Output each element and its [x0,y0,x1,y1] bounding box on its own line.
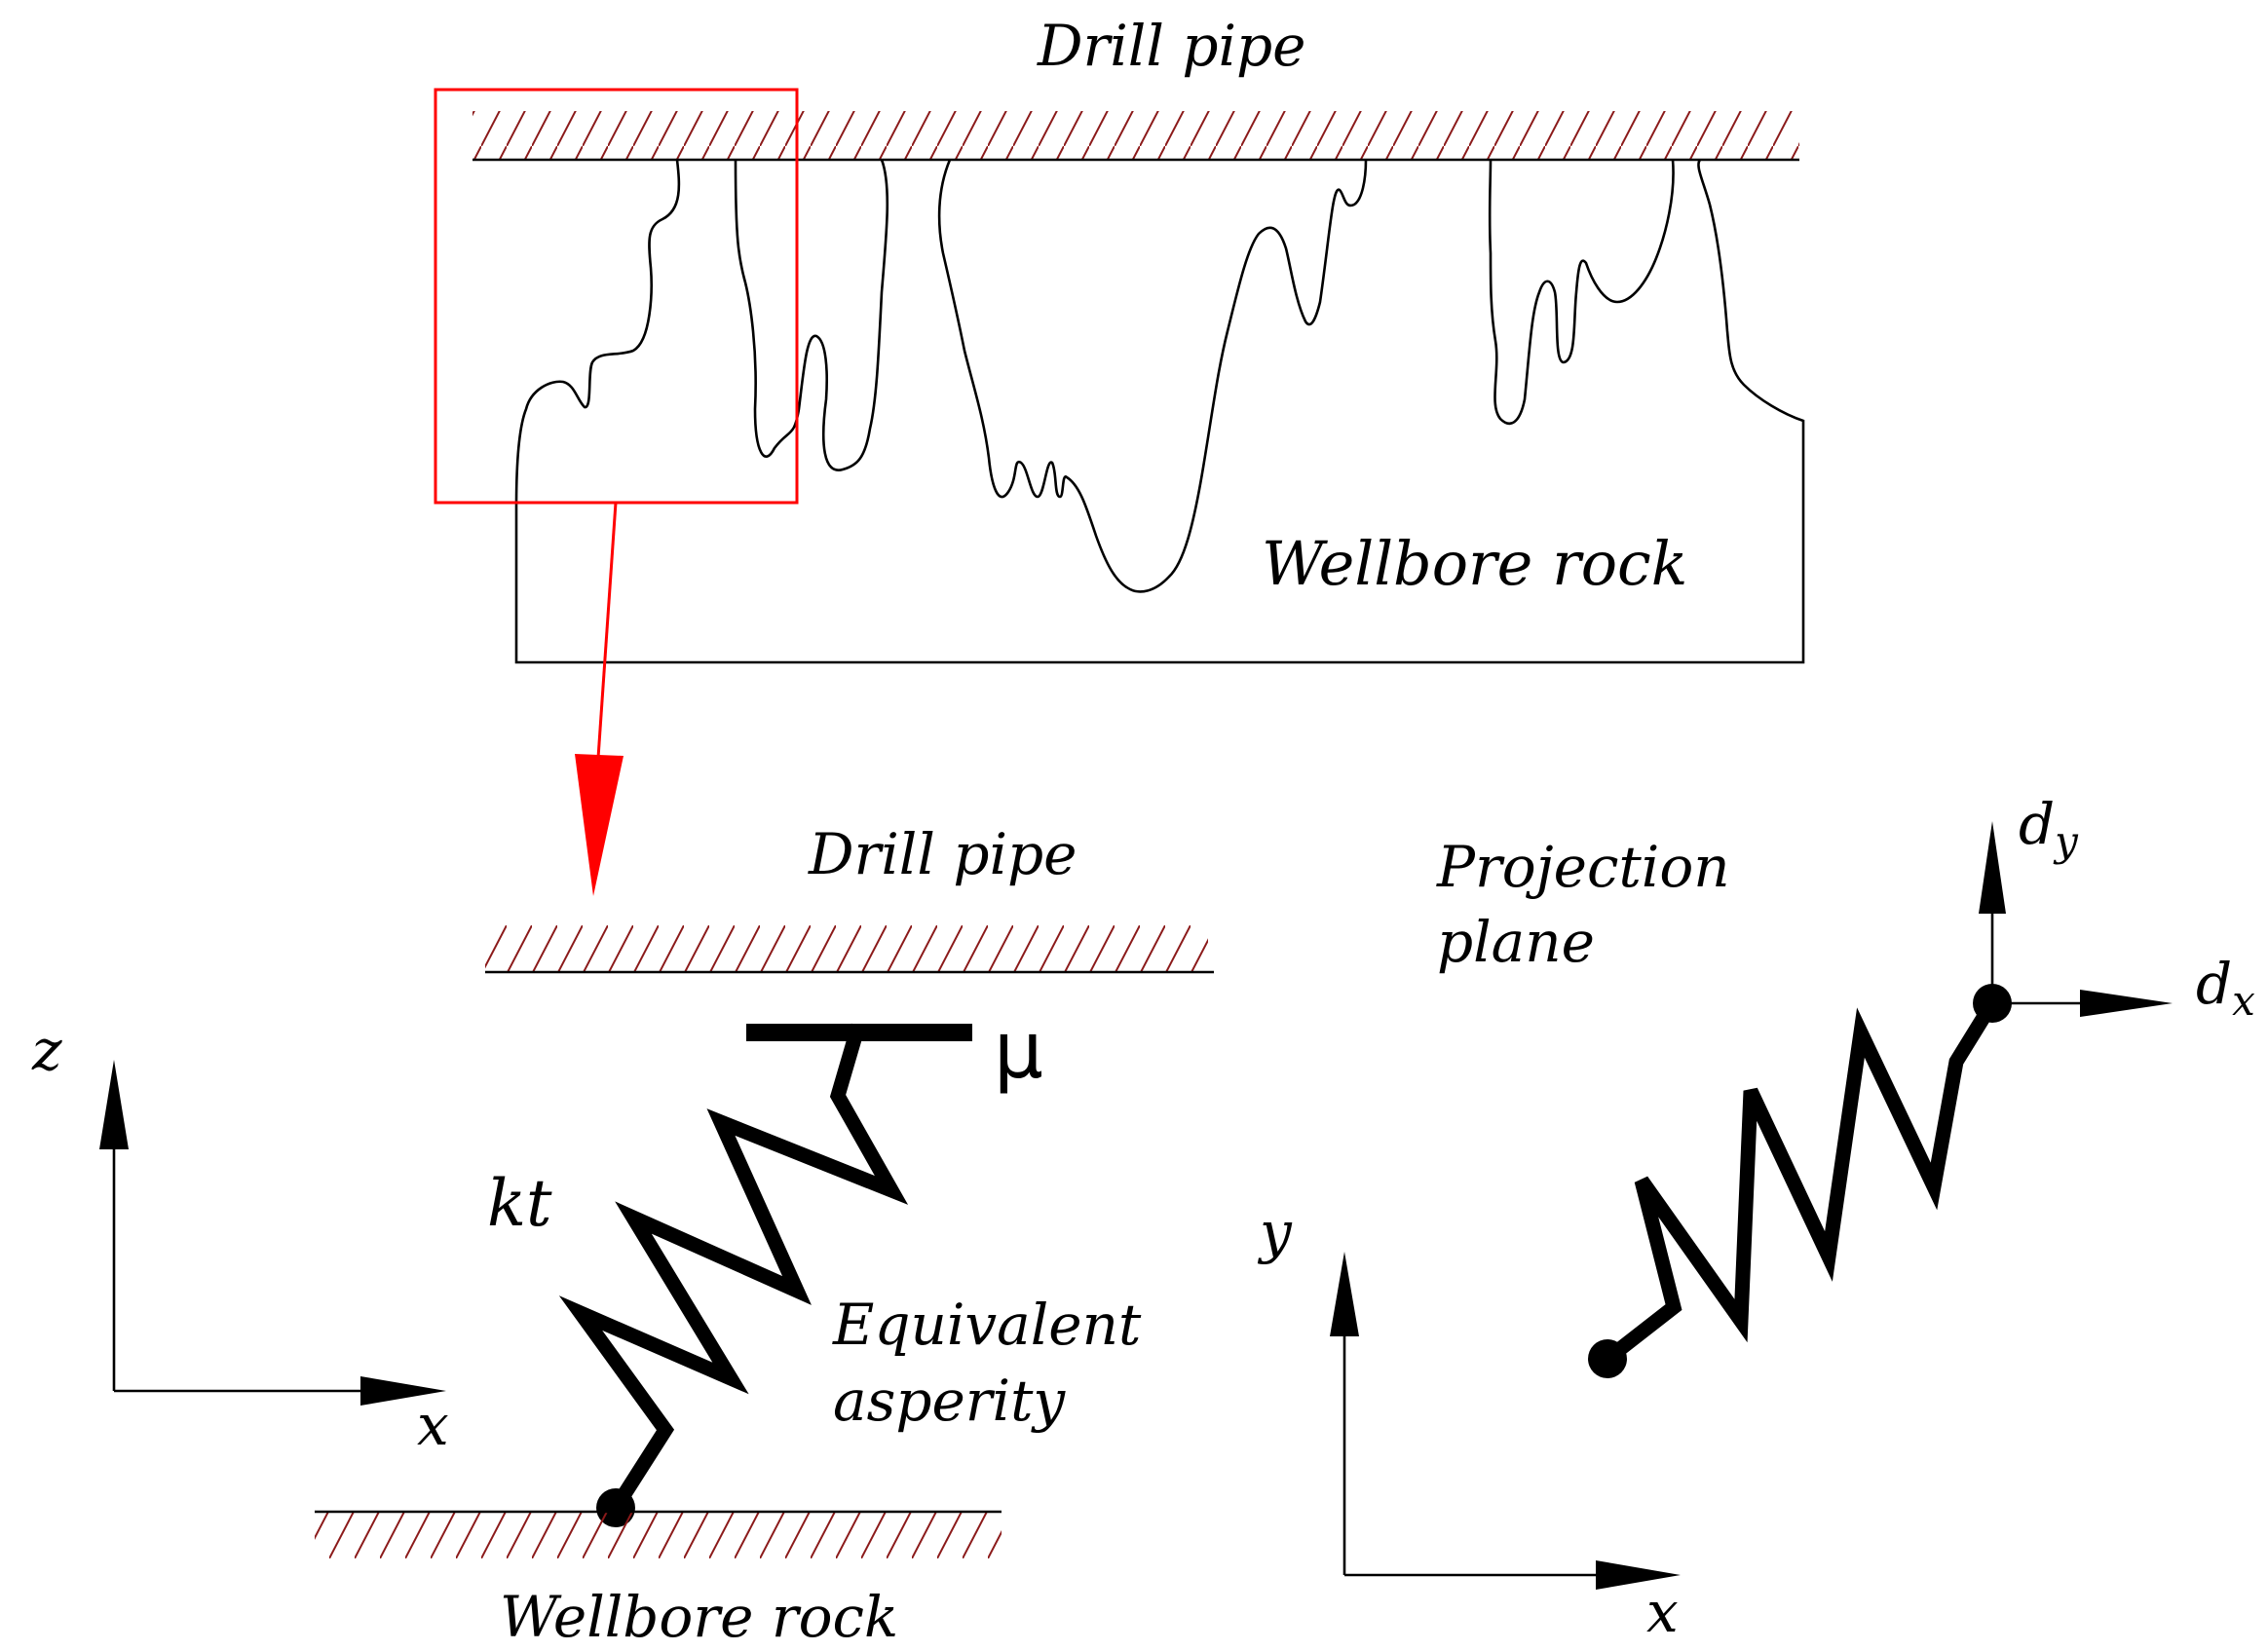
axis-y-label: y [1257,1199,1293,1265]
mid-drill-pipe-label: Drill pipe [808,821,1077,887]
zoom-arrowhead [575,754,624,896]
xy-axes: y x [1257,1199,1681,1645]
axis-x-right-label: x [1646,1579,1679,1645]
xz-axes: z x [31,1017,449,1458]
dx-arrowhead [2080,990,2173,1017]
bottom-rock-hatching [315,1512,1002,1558]
axis-z-label: z [31,1017,62,1083]
projected-spring-base-node [1588,1339,1627,1378]
rough-rock-profile [514,159,1805,664]
projection-plane-panel: Projection plane dy dx y x [1257,791,2255,1645]
projection-plane-line2: plane [1437,909,1595,975]
dy-arrowhead [1979,821,2006,914]
spring-model-panel: Drill pipe μ kt Equivalent asperity Well… [31,821,1214,1650]
projected-spring [1597,993,2003,1370]
dx-label: dx [2196,951,2255,1025]
top-wellbore-rock-label: Wellbore rock [1262,528,1687,599]
top-pipe-hatching [472,111,1799,160]
kt-label: kt [487,1166,552,1241]
mid-pipe-hatching [485,925,1208,972]
top-drill-pipe-label: Drill pipe [1037,13,1305,79]
bottom-wellbore-rock-label: Wellbore rock [500,1584,898,1650]
top-panel: Drill pipe Wellbore rock [434,13,1805,896]
zoom-box [434,88,799,505]
dy-label: dy [2019,791,2079,865]
projection-plane-line1: Projection [1436,834,1730,900]
mu-symbol: μ [994,1005,1043,1096]
equivalent-asperity-line2: asperity [833,1368,1066,1434]
equivalent-asperity-spring [558,1023,909,1519]
axis-x-left-label: x [417,1392,449,1458]
equivalent-asperity-line1: Equivalent [832,1292,1142,1358]
